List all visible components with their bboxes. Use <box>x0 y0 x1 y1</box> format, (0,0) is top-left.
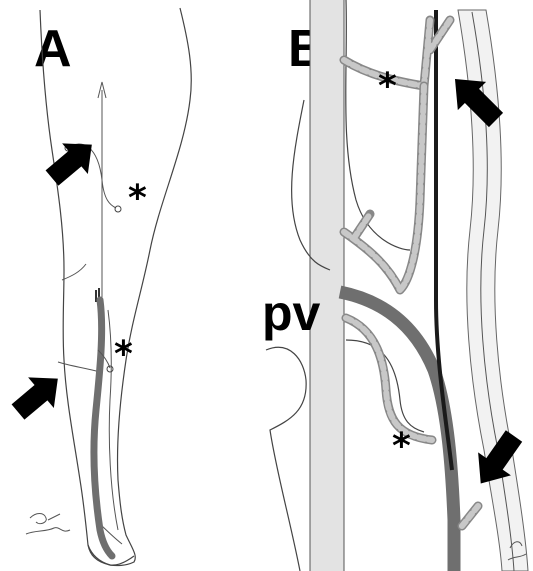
asterisk-marker: * <box>378 66 397 107</box>
asterisk-marker: * <box>114 334 133 375</box>
tissue-curve-inner <box>346 0 410 250</box>
asterisk-marker: * <box>392 426 411 467</box>
panel-a-letter: A <box>34 20 72 78</box>
perforator-dot-upper-right <box>115 206 121 212</box>
asterisk-marker: * <box>128 178 147 219</box>
leg-outline-right <box>110 8 191 566</box>
signature-mark <box>26 514 70 535</box>
arrow-icon <box>5 363 71 427</box>
calf-line <box>62 264 86 280</box>
pv-label: pv <box>262 285 321 341</box>
panel-b: B pv * * <box>262 0 530 571</box>
arrow-icon <box>39 129 105 193</box>
knee-contour <box>266 347 306 571</box>
panel-a: A * * <box>5 8 191 566</box>
